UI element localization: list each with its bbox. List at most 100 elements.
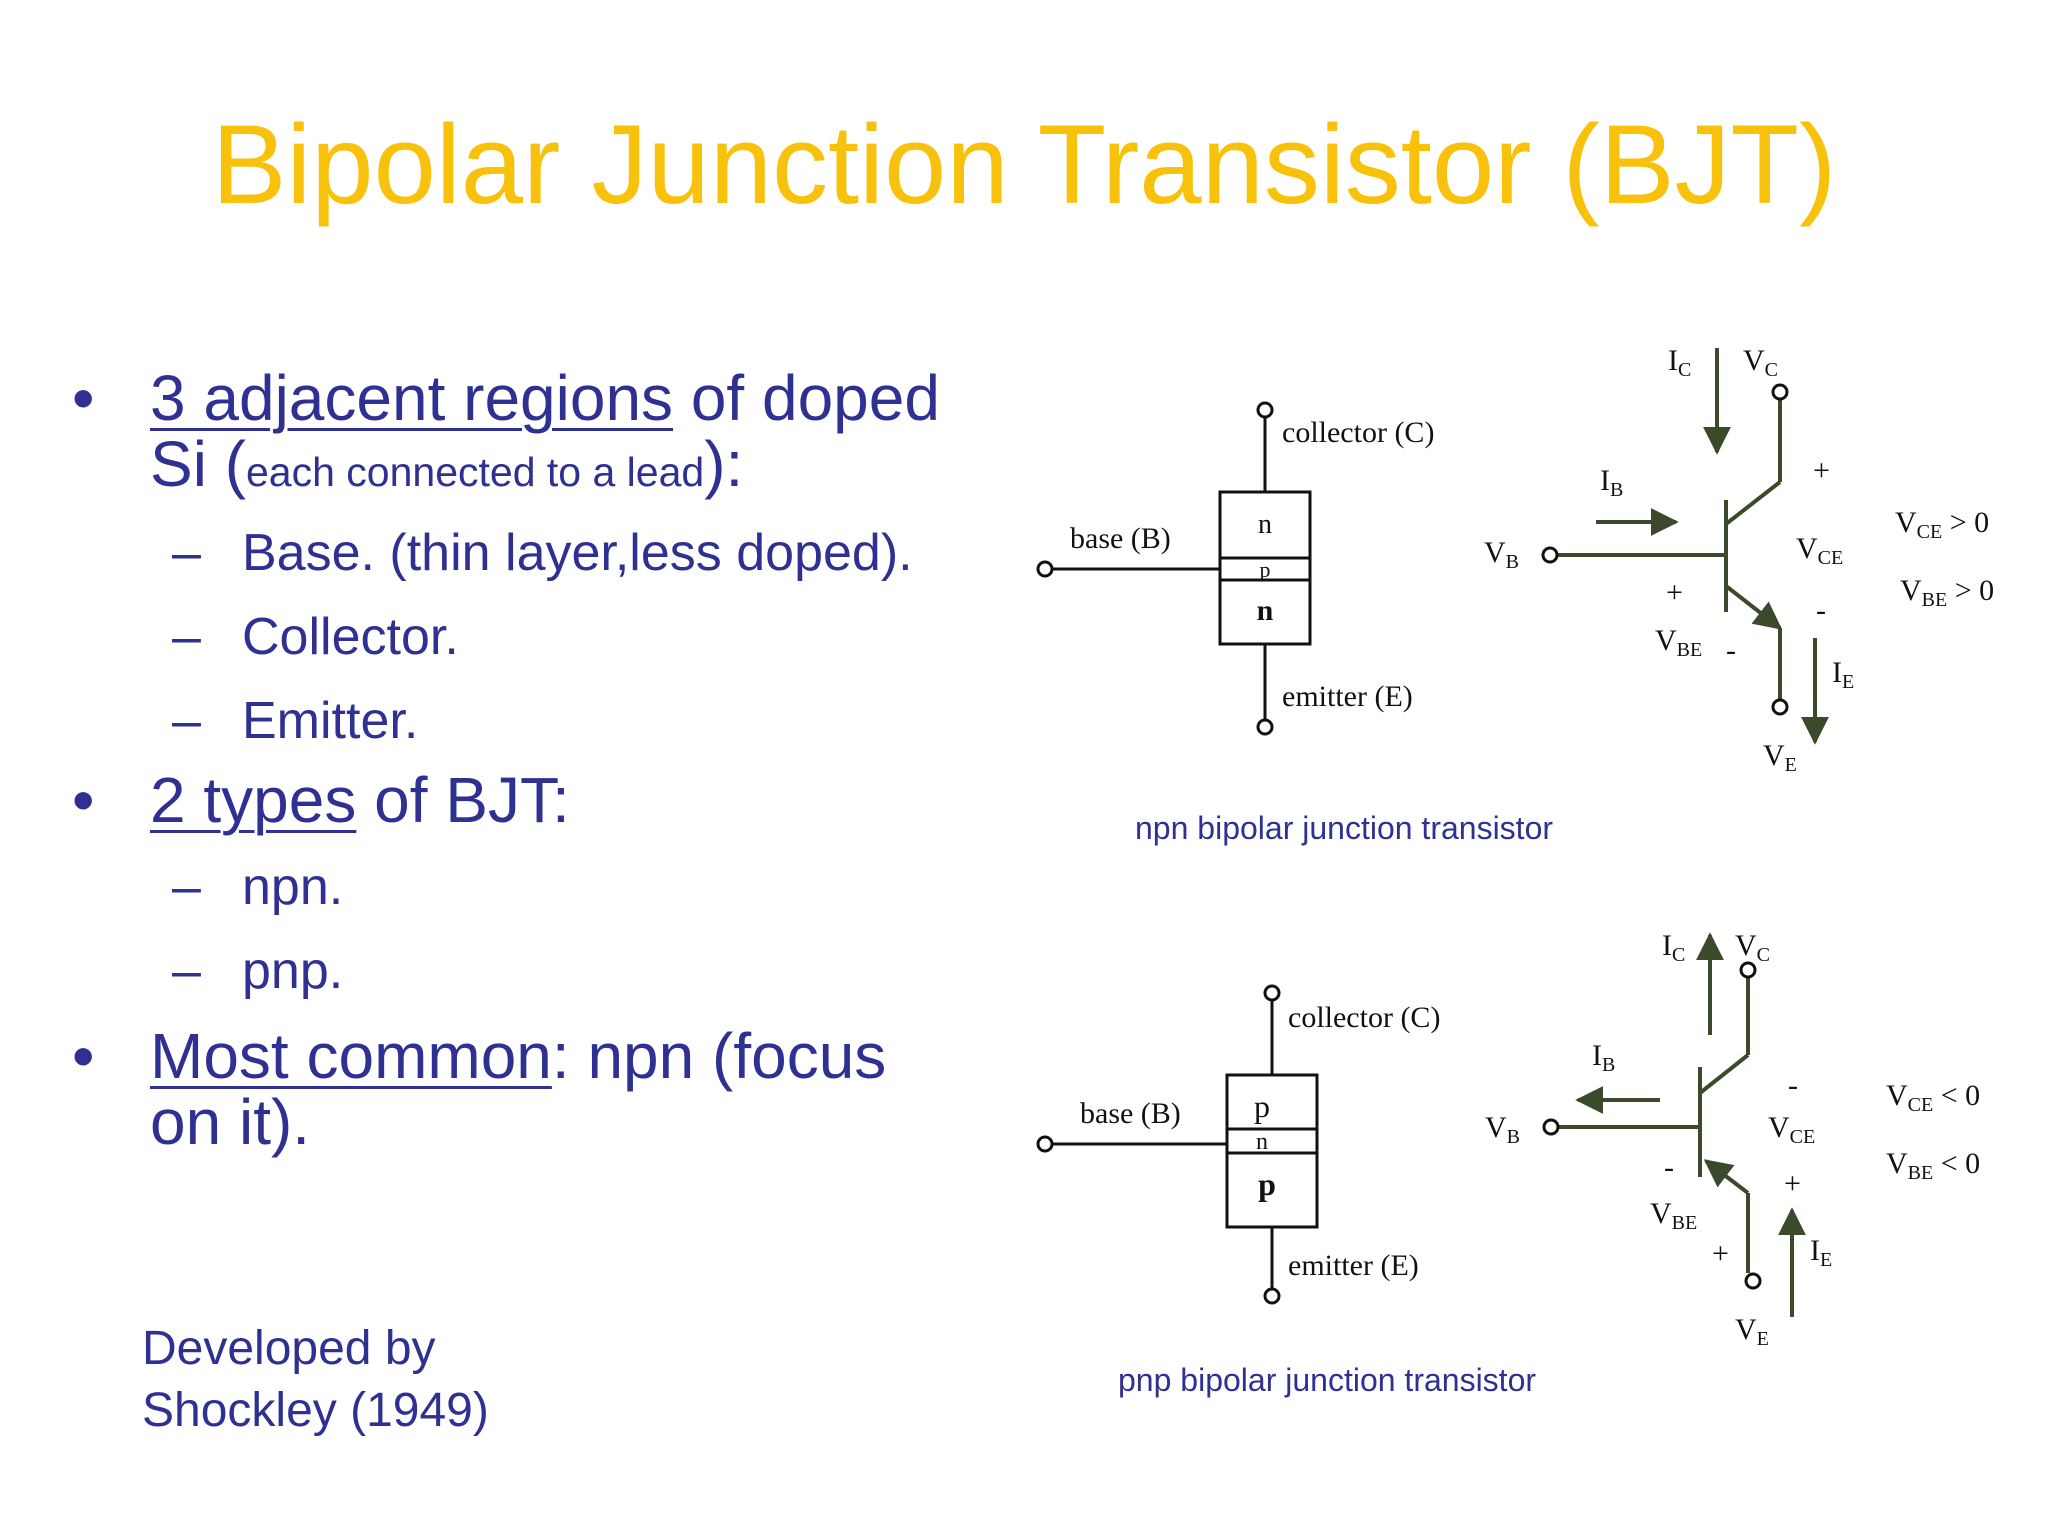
- slide-title: Bipolar Junction Transistor (BJT): [211, 102, 1837, 227]
- ve-label: VE: [1735, 1313, 1769, 1350]
- vbe-label: VBE: [1650, 1197, 1697, 1234]
- bullet-text: ):: [704, 428, 744, 500]
- emitter-arrow: [1724, 584, 1783, 630]
- vce-minus-sign: -: [1816, 594, 1826, 627]
- bullet-text: on it).: [150, 1086, 311, 1158]
- vce-condition: VCE < 0: [1886, 1079, 1980, 1116]
- layer-p-bottom: p: [1258, 1166, 1276, 1202]
- layer-p-middle: p: [1260, 557, 1271, 582]
- vc-terminal: [1771, 383, 1789, 401]
- credit-line: Developed by: [142, 1322, 436, 1375]
- ve-terminal: [1771, 698, 1789, 716]
- vbe-label: VBE: [1655, 624, 1702, 661]
- bullet-text: : npn (focus: [551, 1020, 887, 1092]
- bullet-underlined: 2 types: [150, 764, 357, 836]
- ic-label: IC: [1668, 344, 1691, 381]
- vce-condition: VCE > 0: [1895, 506, 1989, 543]
- bullet-most-common: • Most common: npn (focus on it).: [72, 1023, 1032, 1155]
- bullet-regions: • 3 adjacent regions of doped Si (each c…: [72, 365, 1032, 497]
- sub-bullet-npn: –npn.: [72, 857, 1032, 941]
- pnp-structure: [1036, 984, 1319, 1305]
- collector-label: collector (C): [1288, 1001, 1440, 1034]
- layer-stack: [1225, 1073, 1319, 1229]
- pnp-caption: pnp bipolar junction transistor: [1118, 1362, 1537, 1398]
- vce-label: VCE: [1796, 532, 1843, 569]
- npn-caption: npn bipolar junction transistor: [1135, 810, 1554, 846]
- vce-minus-sign: -: [1788, 1069, 1798, 1102]
- ic-label: IC: [1662, 929, 1685, 966]
- sub-bullet-text: npn.: [242, 858, 344, 916]
- bullet-dot: •: [72, 362, 95, 434]
- dash-marker: –: [172, 942, 201, 1000]
- layer-n-middle: n: [1256, 1129, 1268, 1155]
- pnp-diagram: collector (C) base (B) emitter (E) p n p…: [1036, 929, 1980, 1350]
- ve-terminal: [1744, 1272, 1762, 1290]
- vbe-condition: VBE < 0: [1886, 1147, 1980, 1184]
- ib-label: IB: [1592, 1039, 1615, 1076]
- bullet-dot: •: [72, 1020, 95, 1092]
- credit-text: Developed by Shockley (1949): [142, 1318, 742, 1442]
- vbe-plus-sign: +: [1712, 1237, 1729, 1270]
- vce-plus-sign: +: [1784, 1167, 1801, 1200]
- dash-marker: –: [172, 608, 201, 666]
- bullet-underlined: Most common: [150, 1020, 552, 1092]
- layer-n-top: n: [1258, 509, 1272, 540]
- sub-bullet-text: Base. (thin layer,less doped).: [242, 524, 913, 582]
- sub-bullet-pnp: –pnp.: [72, 941, 1032, 1025]
- vc-terminal: [1739, 961, 1757, 979]
- vb-label: VB: [1485, 1111, 1520, 1148]
- emitter-label: emitter (E): [1288, 1249, 1419, 1282]
- layer-p-top: p: [1254, 1088, 1270, 1124]
- vb-terminal: [1541, 546, 1559, 564]
- pnp-symbol: [1558, 932, 1806, 1317]
- emitter-label: emitter (E): [1282, 680, 1413, 713]
- sub-bullet-collector: –Collector.: [72, 607, 1032, 691]
- collector-label: collector (C): [1282, 416, 1434, 449]
- bullet-underlined: 3 adjacent regions: [150, 362, 674, 434]
- sub-bullet-text: Collector.: [242, 608, 459, 666]
- base-terminal: [1036, 1135, 1054, 1153]
- npn-diagram: collector (C) base (B) emitter (E) n p n…: [1036, 344, 1994, 776]
- bullet-text: of BJT:: [356, 764, 570, 836]
- vb-terminal: [1542, 1118, 1560, 1136]
- bullet-text: Si (: [150, 428, 246, 500]
- npn-structure: [1036, 401, 1312, 736]
- base-terminal: [1036, 560, 1054, 578]
- vc-label: VC: [1735, 929, 1770, 966]
- emitter-terminal: [1263, 1287, 1281, 1305]
- ib-label: IB: [1600, 464, 1623, 501]
- sub-bullet-text: pnp.: [242, 942, 344, 1000]
- bullet-list: • 3 adjacent regions of doped Si (each c…: [72, 365, 1032, 1155]
- layer-n-bottom: n: [1257, 594, 1274, 627]
- ie-label: IE: [1810, 1234, 1832, 1271]
- bullet-small-text: each connected to a lead: [246, 449, 705, 495]
- emitter-arrow: [1703, 1159, 1750, 1195]
- vbe-plus-sign: +: [1666, 576, 1683, 609]
- ve-label: VE: [1763, 739, 1797, 776]
- base-label: base (B): [1070, 522, 1171, 555]
- sub-bullet-text: Emitter.: [242, 692, 419, 750]
- dash-marker: –: [172, 692, 201, 750]
- vce-plus-sign: +: [1813, 454, 1830, 487]
- dash-marker: –: [172, 858, 201, 916]
- vb-label: VB: [1484, 536, 1519, 573]
- collector-terminal: [1263, 984, 1281, 1002]
- emitter-terminal: [1256, 718, 1274, 736]
- vce-label: VCE: [1768, 1111, 1815, 1148]
- vbe-minus-sign: -: [1664, 1151, 1674, 1184]
- dash-marker: –: [172, 524, 201, 582]
- collector-terminal: [1256, 401, 1274, 419]
- npn-symbol: [1557, 348, 1829, 745]
- bullet-dot: •: [72, 764, 95, 836]
- collector-branch: [1724, 480, 1782, 526]
- vbe-minus-sign: -: [1726, 634, 1736, 667]
- bullet-types: • 2 types of BJT:: [72, 767, 1032, 857]
- vbe-condition: VBE > 0: [1900, 574, 1994, 611]
- vc-label: VC: [1743, 344, 1778, 381]
- bullet-text: of doped: [673, 362, 940, 434]
- sub-bullet-emitter: –Emitter.: [72, 691, 1032, 775]
- ie-label: IE: [1832, 656, 1854, 693]
- credit-line: Shockley (1949): [142, 1384, 489, 1437]
- base-label: base (B): [1080, 1097, 1181, 1130]
- sub-bullet-base: –Base. (thin layer,less doped).: [72, 523, 1032, 607]
